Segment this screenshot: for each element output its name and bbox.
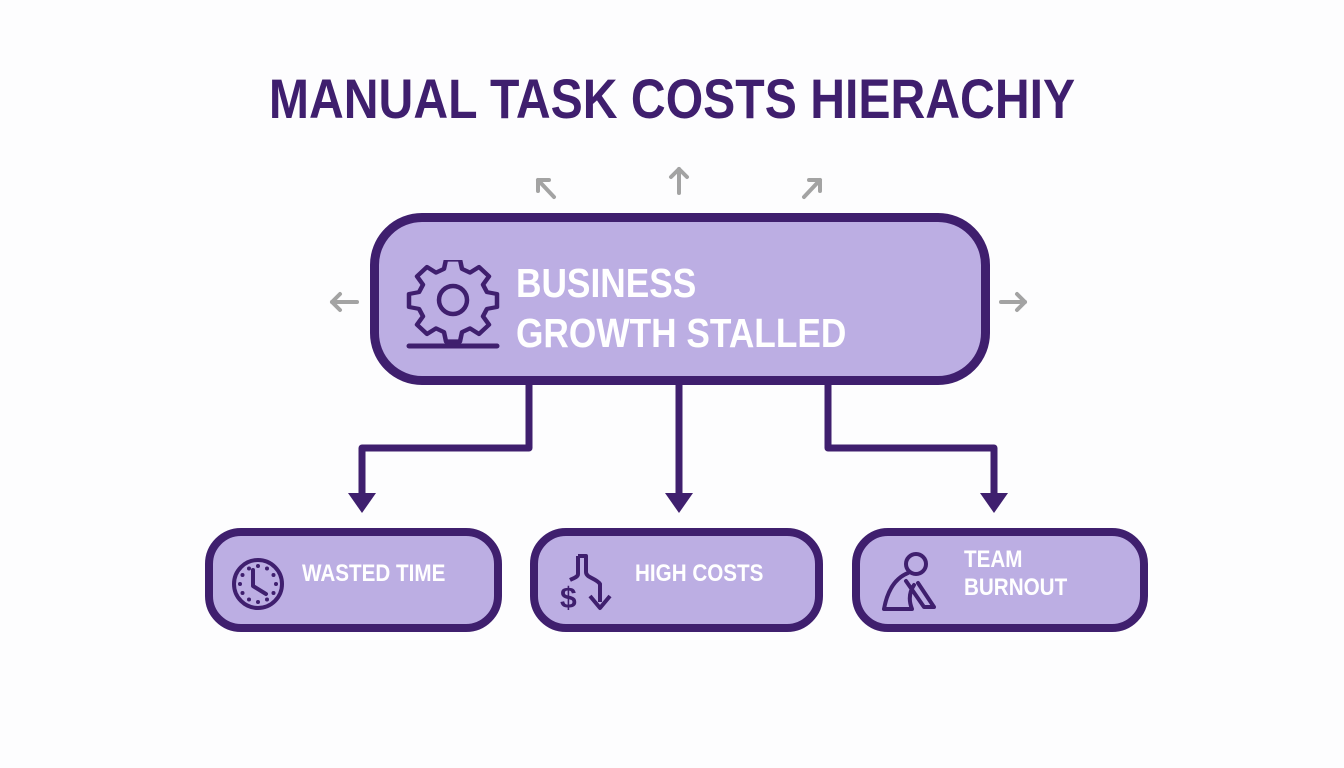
svg-text:$: $ bbox=[560, 582, 577, 614]
connector-right bbox=[824, 382, 998, 496]
arrowhead-center bbox=[665, 493, 693, 513]
child-label-team: TEAM bbox=[964, 546, 1023, 573]
root-node-label: BUSINESS GROWTH STALLED bbox=[516, 258, 846, 358]
child-label-wasted-time: WASTED TIME bbox=[302, 560, 446, 587]
arrowhead-right bbox=[980, 493, 1008, 513]
arrow-up-right-icon bbox=[802, 178, 822, 199]
diagram-title: MANUAL TASK COSTS HIERACHIY bbox=[268, 67, 1076, 130]
root-node-business-growth-stalled: BUSINESS GROWTH STALLED bbox=[370, 213, 990, 385]
arrow-right-icon bbox=[999, 292, 1027, 312]
child-node-team-burnout: TEAM BURNOUT bbox=[852, 528, 1148, 632]
clock-icon bbox=[232, 558, 284, 610]
child-label-team-burnout: TEAM BURNOUT bbox=[964, 546, 1067, 602]
root-label-line1: BUSINESS bbox=[516, 260, 697, 306]
child-label-high-costs: HIGH COSTS bbox=[635, 560, 764, 587]
arrow-left-icon bbox=[330, 292, 359, 312]
arrow-up-icon bbox=[669, 167, 689, 195]
arrowhead-left bbox=[348, 493, 376, 513]
gear-icon bbox=[406, 260, 500, 349]
dollar-down-arrow-icon: $ bbox=[560, 554, 612, 614]
child-node-wasted-time: WASTED TIME bbox=[205, 528, 502, 632]
arrow-up-left-icon bbox=[536, 178, 556, 199]
root-label-line2: GROWTH STALLED bbox=[516, 310, 847, 356]
child-node-high-costs: $ HIGH COSTS bbox=[530, 528, 823, 632]
child-label-burnout: BURNOUT bbox=[964, 574, 1068, 601]
tired-person-icon bbox=[882, 552, 936, 611]
connector-left bbox=[358, 382, 533, 496]
